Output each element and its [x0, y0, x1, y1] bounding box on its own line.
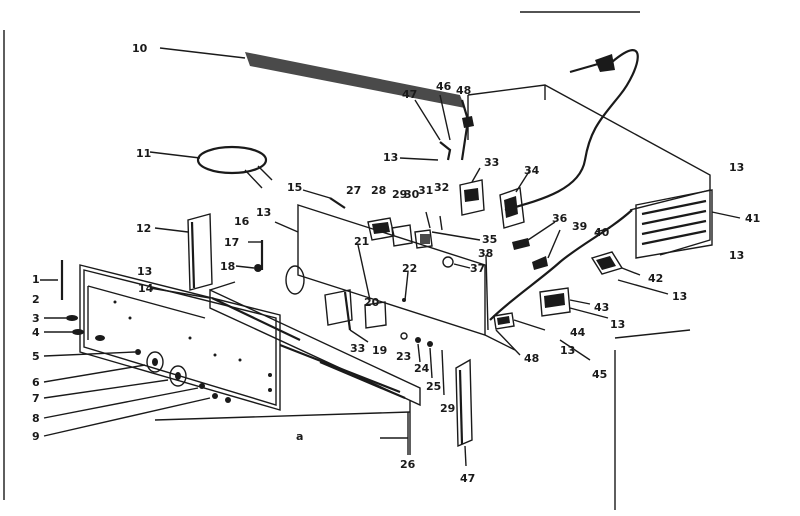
part-screws-bottom	[43, 383, 231, 437]
part-wire-lead	[489, 209, 633, 321]
callout-22: 22	[402, 262, 417, 275]
callout-26: 26	[400, 458, 416, 471]
callout-33-b: 33	[350, 342, 365, 355]
part-top-fittings	[399, 94, 474, 161]
callout-47-b: 47	[460, 472, 475, 485]
part-control-knobs	[43, 351, 187, 399]
callout-41: 41	[745, 212, 760, 225]
callout-11: 11	[136, 147, 151, 160]
callout-8: 8	[32, 412, 40, 425]
callout-27: 27	[346, 184, 361, 197]
callout-5: 5	[32, 350, 40, 363]
callout-labels: 1 2 3 4 5 6 7 8 9 10 11 12 13 13 13 13 1…	[32, 42, 760, 485]
callout-44: 44	[570, 326, 586, 339]
part-terminal-posts	[235, 240, 264, 272]
callout-34: 34	[524, 164, 540, 177]
callout-33-a: 33	[484, 156, 499, 169]
part-cabinet-wrapper	[467, 84, 711, 510]
callout-46: 46	[436, 80, 452, 93]
callout-20: 20	[364, 296, 380, 309]
callout-43: 43	[594, 301, 609, 314]
callout-13-e: 13	[729, 249, 744, 262]
callout-29-b: 29	[440, 402, 455, 415]
part-top-rail	[159, 47, 465, 108]
callout-21: 21	[354, 235, 369, 248]
part-vent-louvres	[635, 189, 741, 259]
part-relay	[590, 251, 669, 295]
callout-39: 39	[572, 220, 587, 233]
callout-4: 4	[32, 326, 40, 339]
callout-10: 10	[132, 42, 148, 55]
part-screw-15	[302, 189, 346, 209]
callout-3: 3	[32, 312, 40, 325]
callout-18: 18	[220, 260, 235, 273]
part-inner-panel	[274, 204, 516, 351]
callout-19: 19	[372, 344, 387, 357]
part-right-bracket	[455, 358, 473, 467]
callout-13-g: 13	[610, 318, 625, 331]
part-small-hardware-left	[43, 315, 141, 357]
callout-35: 35	[482, 233, 497, 246]
callout-30: 30	[404, 188, 420, 201]
part-switch-block	[539, 287, 609, 319]
callout-38: 38	[478, 247, 493, 260]
callout-14: 14	[138, 282, 154, 295]
callout-45: 45	[592, 368, 607, 381]
callout-48-b: 48	[524, 352, 539, 365]
callout-16: 16	[234, 215, 250, 228]
callout-13-h: 13	[560, 344, 575, 357]
callout-23: 23	[396, 350, 411, 363]
part-switch-assembly	[324, 244, 387, 343]
part-left-bracket	[154, 213, 213, 291]
callout-1: 1	[32, 273, 40, 286]
callout-37: 37	[470, 262, 485, 275]
part-connectors-mid	[442, 221, 556, 331]
part-element-bar	[149, 281, 421, 455]
callout-28: 28	[371, 184, 386, 197]
part-terminal-blocks	[459, 167, 531, 229]
callout-29-a: 29	[392, 188, 407, 201]
part-top-components	[367, 211, 481, 249]
callout-2: 2	[32, 293, 40, 306]
callout-47-a: 47	[402, 88, 417, 101]
footer-mark: a	[296, 430, 303, 443]
part-leader-26	[380, 412, 409, 455]
callout-13-a: 13	[137, 265, 152, 278]
callout-32: 32	[434, 181, 449, 194]
part-pin	[402, 271, 409, 302]
callout-13-f: 13	[672, 290, 687, 303]
callout-13-c: 13	[383, 151, 398, 164]
callout-9: 9	[32, 430, 40, 443]
page-marks	[3, 11, 640, 500]
callout-25: 25	[426, 380, 441, 393]
callout-36: 36	[552, 212, 568, 225]
part-bottom-hardware	[400, 332, 445, 396]
part-power-cord	[504, 49, 639, 212]
callout-48-a: 48	[456, 84, 471, 97]
callout-40: 40	[594, 226, 610, 239]
part-control-panel	[79, 264, 411, 421]
callout-31: 31	[418, 184, 433, 197]
callout-13-d: 13	[729, 161, 744, 174]
part-wire-harness	[149, 145, 273, 189]
callout-12: 12	[136, 222, 151, 235]
callout-24: 24	[414, 362, 430, 375]
part-lower-fittings	[493, 312, 591, 361]
part-side-strip	[40, 260, 64, 300]
callout-15: 15	[287, 181, 302, 194]
callout-7: 7	[32, 392, 40, 405]
callout-13-b: 13	[256, 206, 271, 219]
callout-42: 42	[648, 272, 663, 285]
callout-17: 17	[224, 236, 239, 249]
callout-6: 6	[32, 376, 40, 389]
